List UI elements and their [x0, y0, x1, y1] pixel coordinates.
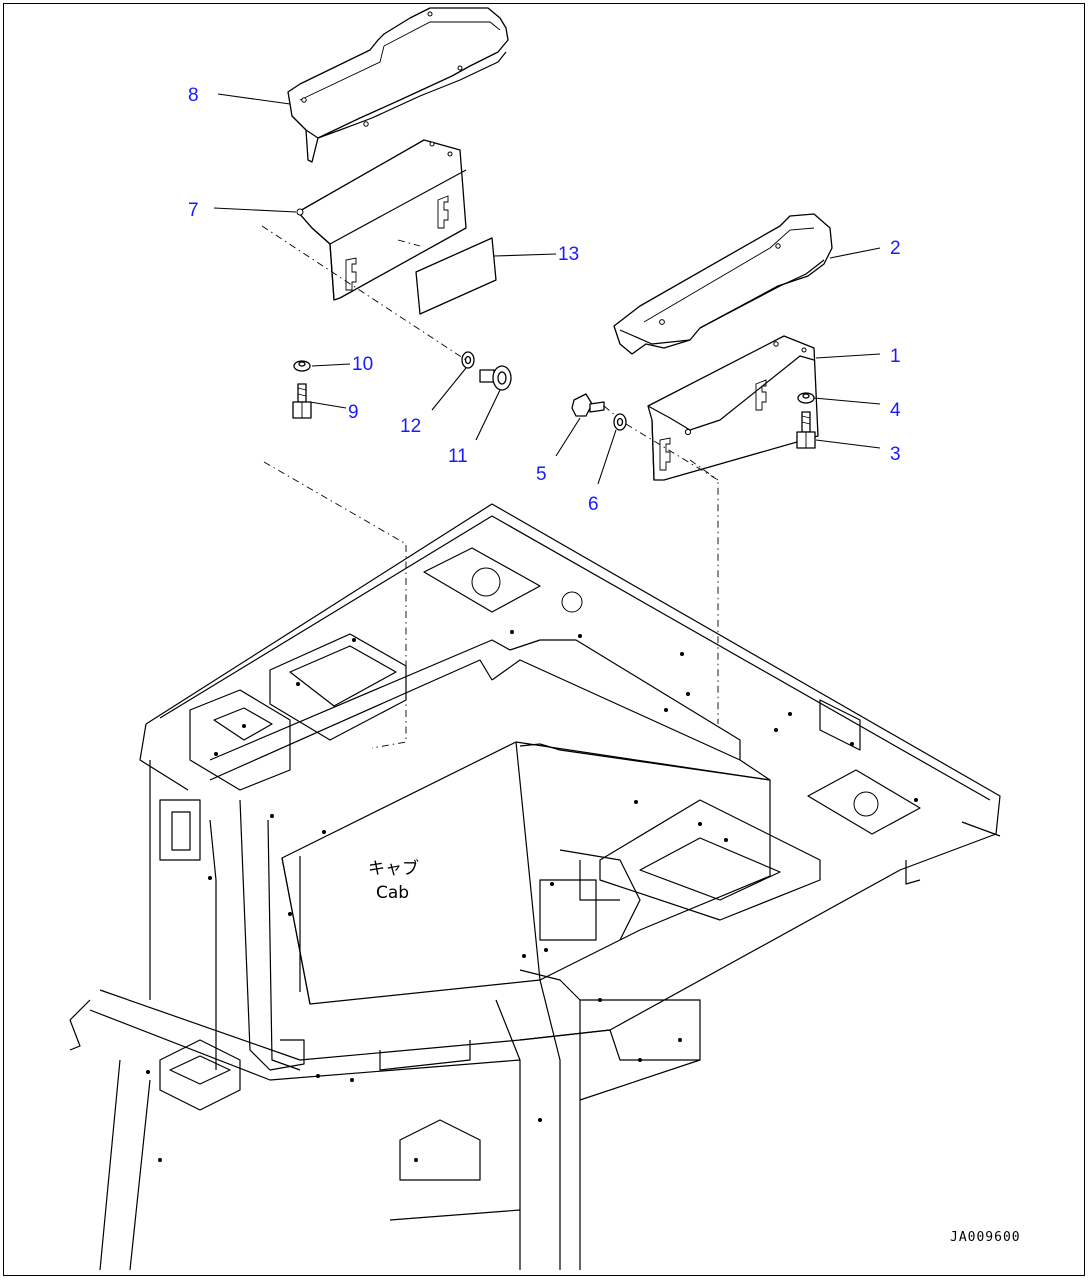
part-4-nut — [797, 392, 815, 404]
callout-4[interactable]: 4 — [890, 400, 901, 421]
frame-holes — [146, 630, 918, 1162]
part-5-knob — [571, 393, 605, 417]
part-8-cover — [287, 7, 509, 163]
callout-3[interactable]: 3 — [890, 444, 901, 465]
part-6-washer — [613, 413, 627, 431]
cab-label-en: Cab — [376, 883, 409, 903]
callout-5[interactable]: 5 — [536, 464, 547, 485]
part-12-washer — [461, 351, 475, 369]
callouts: 8 7 13 2 1 10 9 4 12 3 11 5 6 — [188, 85, 901, 515]
part-3-bolt — [796, 411, 816, 449]
part-2-cover — [613, 213, 833, 355]
callout-12[interactable]: 12 — [400, 416, 421, 437]
drawing-code: JA009600 — [950, 1230, 1021, 1245]
callout-13[interactable]: 13 — [558, 244, 579, 265]
callout-1[interactable]: 1 — [890, 346, 901, 367]
callout-6[interactable]: 6 — [588, 494, 599, 515]
part-9-bolt — [292, 383, 312, 419]
part-13-plate — [415, 237, 497, 315]
callout-9[interactable]: 9 — [348, 402, 359, 423]
part-10-nut — [293, 360, 311, 372]
leader-lines — [213, 93, 881, 485]
callout-2[interactable]: 2 — [890, 238, 901, 259]
part-11-knob — [479, 365, 512, 391]
callout-11[interactable]: 11 — [448, 446, 468, 467]
part-1-bracket — [647, 335, 819, 481]
callout-7[interactable]: 7 — [188, 200, 199, 221]
drawing-frame — [3, 3, 1085, 1276]
callout-8[interactable]: 8 — [188, 85, 199, 106]
callout-10[interactable]: 10 — [352, 354, 373, 375]
cab-frame — [69, 503, 1001, 1271]
assembly-centerlines — [261, 225, 719, 749]
cab-label-jp: キャブ — [368, 858, 419, 879]
part-7-bracket — [296, 139, 467, 301]
